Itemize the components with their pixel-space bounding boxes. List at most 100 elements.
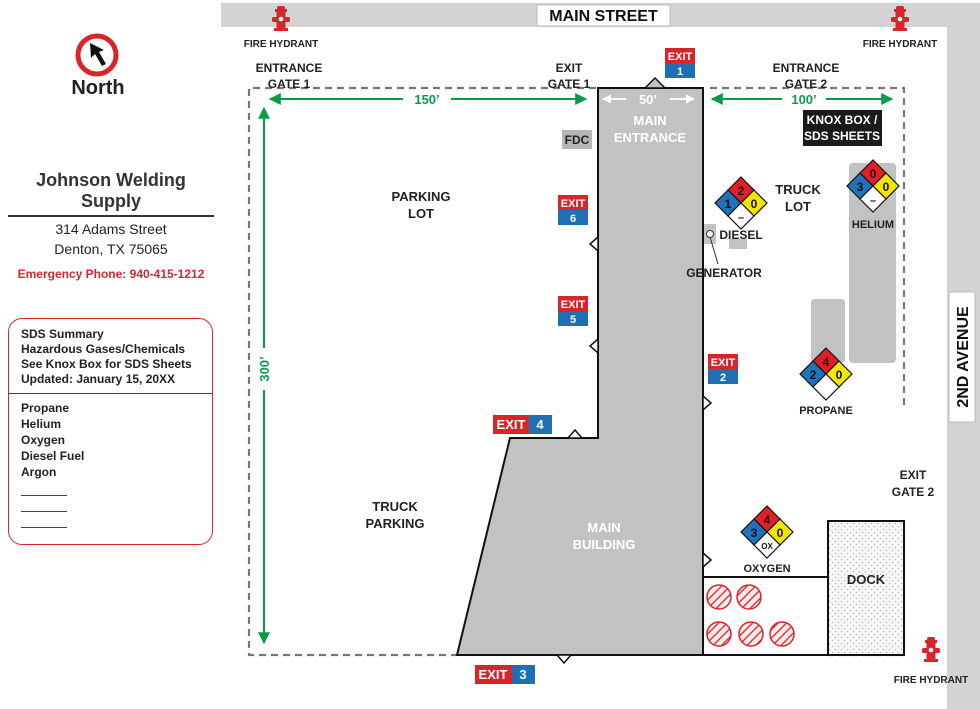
- svg-text:1: 1: [725, 197, 732, 211]
- exit-gate2-line1: EXIT: [900, 468, 927, 482]
- main-street-label: MAIN STREET: [549, 8, 658, 25]
- blank-line: [21, 512, 67, 528]
- company-address-line2: Denton, TX 75065: [54, 241, 168, 257]
- sds-divider: [9, 393, 212, 394]
- svg-text:–: –: [870, 195, 876, 207]
- boundary-west: [247, 86, 596, 657]
- main-entrance-line2: ENTRANCE: [614, 130, 687, 145]
- svg-text:5: 5: [570, 314, 576, 326]
- blank-line: [21, 496, 67, 512]
- boundary-east: [710, 86, 906, 405]
- svg-text:0: 0: [836, 368, 843, 382]
- svg-text:2: 2: [738, 184, 745, 198]
- north-label: North: [71, 77, 124, 99]
- svg-text:2: 2: [810, 368, 817, 382]
- diesel-label: DIESEL: [719, 228, 762, 242]
- svg-text:3: 3: [751, 526, 758, 540]
- svg-text:6: 6: [570, 213, 576, 225]
- svg-text:EXIT: EXIT: [711, 357, 736, 369]
- svg-text:EXIT: EXIT: [497, 417, 526, 432]
- exit-gate1-line2: GATE 1: [548, 77, 591, 91]
- main-building: [455, 87, 704, 656]
- diesel-tank: [729, 239, 747, 249]
- dim-50-label: 50’: [639, 92, 657, 107]
- svg-text:OX: OX: [761, 542, 773, 551]
- exit-gate1-line1: EXIT: [556, 61, 583, 75]
- chemical-item: Helium: [21, 417, 62, 431]
- nfpa-diamond-diesel: 2 1 0 –: [714, 176, 768, 230]
- dim-150-label: 150’: [414, 92, 439, 107]
- truck-pad-east: [849, 163, 896, 363]
- exit-sign-4: EXIT 4: [493, 415, 552, 434]
- svg-text:0: 0: [751, 197, 758, 211]
- entrance-gate2-line1: ENTRANCE: [773, 61, 840, 75]
- svg-text:EXIT: EXIT: [479, 667, 508, 682]
- company-address-line1: 314 Adams Street: [55, 221, 167, 237]
- fire-hydrant-label-se: FIRE HYDRANT: [894, 675, 968, 686]
- chemical-item: Oxygen: [21, 433, 66, 447]
- company-info: Johnson Welding Supply 314 Adams Street …: [0, 170, 222, 281]
- exit-sign-1: EXIT 1: [665, 48, 695, 78]
- truck-lot-line2: LOT: [785, 199, 811, 214]
- main-building-line2: BUILDING: [573, 537, 636, 552]
- svg-text:–: –: [738, 212, 744, 224]
- knox-box-sign: [803, 110, 882, 146]
- nfpa-diamond-propane: 4 2 0: [799, 347, 853, 401]
- second-avenue-sign: [948, 291, 976, 423]
- fire-hydrant-label-ne: FIRE HYDRANT: [863, 39, 937, 50]
- dim-100-label: 100’: [791, 92, 816, 107]
- fire-hydrant-label-nw: FIRE HYDRANT: [244, 39, 318, 50]
- truck-pad-west: [811, 299, 845, 363]
- parking-lot-line2: LOT: [408, 206, 434, 221]
- main-building-line1: MAIN: [587, 520, 620, 535]
- north-arrow-icon: [75, 33, 119, 77]
- svg-text:EXIT: EXIT: [561, 198, 586, 210]
- entrance-gate1-line2: GATE 1: [268, 77, 311, 91]
- truck-parking-line2: PARKING: [366, 516, 425, 531]
- svg-text:2: 2: [720, 372, 726, 384]
- nfpa-diamond-oxygen: 4 3 0 OX: [740, 505, 794, 559]
- svg-text:0: 0: [870, 167, 877, 181]
- exit-gate2-line2: GATE 2: [892, 485, 935, 499]
- sds-header-line3: See Knox Box for SDS Sheets: [21, 357, 192, 371]
- sds-header-line1: SDS Summary: [21, 327, 104, 341]
- propane-label: PROPANE: [799, 405, 853, 417]
- fdc-box: [562, 130, 592, 149]
- entrance-gate2-line2: GATE 2: [785, 77, 828, 91]
- emergency-phone: Emergency Phone: 940-415-1212: [17, 267, 205, 281]
- svg-text:4: 4: [536, 417, 544, 432]
- svg-text:4: 4: [823, 355, 830, 369]
- helium-label: HELIUM: [852, 219, 894, 231]
- fdc-label: FDC: [565, 133, 590, 147]
- sds-summary-box: SDS Summary Hazardous Gases/Chemicals Se…: [8, 318, 213, 545]
- svg-text:0: 0: [777, 526, 784, 540]
- dock-label: DOCK: [847, 572, 886, 587]
- oxygen-label: OXYGEN: [743, 563, 790, 575]
- generator-label: GENERATOR: [686, 266, 762, 280]
- exit-sign-5: EXIT 5: [558, 296, 588, 326]
- second-avenue-label: 2ND AVENUE: [955, 306, 972, 408]
- svg-text:3: 3: [857, 180, 864, 194]
- knox-box-line1: KNOX BOX /: [807, 113, 878, 127]
- svg-text:4: 4: [764, 513, 771, 527]
- main-entrance-line1: MAIN: [633, 113, 666, 128]
- main-street-sign: [536, 4, 671, 27]
- fire-hydrant-icon: [922, 637, 940, 662]
- nfpa-diamond-helium: 0 3 0 –: [846, 159, 900, 213]
- svg-text:EXIT: EXIT: [668, 51, 693, 63]
- blank-line: [21, 480, 67, 496]
- svg-text:EXIT: EXIT: [561, 299, 586, 311]
- svg-text:1: 1: [677, 66, 683, 78]
- exit-1-notch: [643, 76, 667, 89]
- parking-lot-line1: PARKING: [392, 189, 451, 204]
- knox-box-line2: SDS SHEETS: [804, 129, 880, 143]
- chemical-item: Propane: [21, 401, 70, 415]
- svg-text:0: 0: [883, 180, 890, 194]
- truck-parking-line1: TRUCK: [372, 499, 418, 514]
- sds-header-line2: Hazardous Gases/Chemicals: [21, 342, 186, 356]
- exit-sign-3: EXIT 3: [475, 665, 535, 684]
- exit-sign-2: EXIT 2: [708, 354, 738, 384]
- sds-header-line4: Updated: January 15, 20XX: [21, 372, 176, 386]
